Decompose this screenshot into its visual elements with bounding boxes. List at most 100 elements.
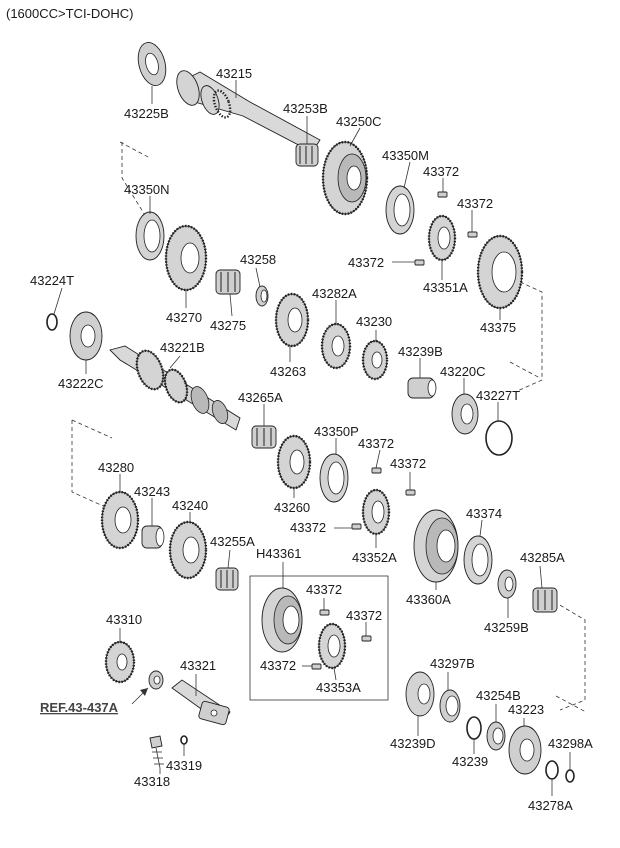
label-43221B: 43221B: [160, 340, 205, 355]
gear-43240: [168, 520, 208, 580]
label-43227T: 43227T: [476, 388, 520, 403]
reference-link[interactable]: REF.43-437A: [40, 700, 119, 715]
sleeve-assembly-H43361: [261, 587, 303, 653]
label-43282A: 43282A: [312, 286, 357, 301]
label-43351A: 43351A: [423, 280, 468, 295]
label-43360A: 43360A: [406, 592, 451, 607]
key-43372-e: [405, 489, 416, 496]
bearing-43225B: [137, 42, 167, 86]
key-43372-g: [319, 609, 330, 616]
label-43225B: 43225B: [124, 106, 169, 121]
label-43372-f: 43372: [290, 520, 326, 535]
needle-bearing-43285A: [532, 587, 558, 613]
label-43270: 43270: [166, 310, 202, 325]
bolt-43318: [149, 735, 164, 769]
sleeve-gear-43375: [476, 234, 524, 310]
label-43230: 43230: [356, 314, 392, 329]
key-43372-f: [351, 523, 362, 530]
dashed-guide-lines: [71, 141, 587, 713]
label-43372-a: 43372: [423, 164, 459, 179]
snap-ring-43278A: [545, 760, 559, 780]
label-43220C: 43220C: [440, 364, 486, 379]
label-43255A: 43255A: [210, 534, 255, 549]
label-43265A: 43265A: [238, 390, 283, 405]
bushing-43243: [141, 525, 165, 549]
synchronizer-hub-43353A: [317, 622, 347, 670]
label-43278A: 43278A: [528, 798, 573, 813]
washer-43297B: [439, 689, 461, 723]
snap-ring-43227T: [485, 420, 513, 456]
o-ring-43319: [180, 735, 188, 745]
label-43215: 43215: [216, 66, 252, 81]
label-43258: 43258: [240, 252, 276, 267]
synchronizer-hub-43351A: [427, 214, 457, 262]
bushing-43258: [255, 285, 269, 307]
label-43260: 43260: [274, 500, 310, 515]
label-43250C: 43250C: [336, 114, 382, 129]
label-43223: 43223: [508, 702, 544, 717]
label-43239D: 43239D: [390, 736, 436, 751]
needle-bearing-43275: [215, 269, 241, 295]
model-header: (1600CC>TCI-DOHC): [6, 6, 134, 21]
output-shaft-43221B: [109, 345, 241, 431]
label-43350M: 43350M: [382, 148, 429, 163]
label-43375: 43375: [480, 320, 516, 335]
label-43372-h: 43372: [346, 608, 382, 623]
sleeve-43360A: [413, 509, 459, 583]
synchronizer-ring-43350M: [385, 185, 415, 235]
gear-43263: [274, 292, 310, 348]
snap-ring-43298A: [565, 769, 575, 783]
label-43240: 43240: [172, 498, 208, 513]
label-43239: 43239: [452, 754, 488, 769]
label-43297B: 43297B: [430, 656, 475, 671]
label-43372-b: 43372: [457, 196, 493, 211]
needle-bearing-43255A: [215, 567, 239, 591]
oil-guide-43239D: [405, 671, 435, 717]
label-43275: 43275: [210, 318, 246, 333]
leader-lines: [53, 80, 571, 796]
label-43280: 43280: [98, 460, 134, 475]
gear-43310: [104, 640, 136, 684]
label-43319: 43319: [166, 758, 202, 773]
bushing-43259B: [497, 569, 517, 599]
key-43372-c: [414, 259, 425, 266]
label-43350P: 43350P: [314, 424, 359, 439]
ring-43254B: [486, 721, 506, 751]
key-43372-i: [311, 663, 322, 670]
synchronizer-ring-43350N: [135, 211, 165, 261]
label-43352A: 43352A: [352, 550, 397, 565]
assembly-box-H43361: [249, 575, 389, 701]
shaft-43321: [171, 679, 231, 726]
gear-43250C: [321, 140, 369, 216]
gear-43260: [276, 434, 312, 490]
label-43372-g: 43372: [306, 582, 342, 597]
gear-43280: [100, 490, 140, 550]
bearing-43220C: [451, 393, 479, 435]
label-43310: 43310: [106, 612, 142, 627]
gear-43282A: [320, 322, 352, 370]
bearing-43223: [508, 725, 542, 775]
key-43372-a: [437, 191, 448, 198]
gear-43230: [361, 339, 389, 381]
label-43224T: 43224T: [30, 273, 74, 288]
label-43259B: 43259B: [484, 620, 529, 635]
bearing-43222C: [69, 311, 103, 361]
label-43243: 43243: [134, 484, 170, 499]
snap-ring-43224T: [46, 313, 58, 331]
key-43372-d: [371, 467, 382, 474]
label-H43361: H43361: [256, 546, 302, 561]
label-43254B: 43254B: [476, 688, 521, 703]
spacer-43239B: [407, 377, 437, 399]
label-43350N: 43350N: [124, 182, 170, 197]
key-43372-h: [361, 635, 372, 642]
label-43321: 43321: [180, 658, 216, 673]
ring-43239: [466, 716, 482, 740]
label-43263: 43263: [270, 364, 306, 379]
label-43374: 43374: [466, 506, 502, 521]
label-43372-i: 43372: [260, 658, 296, 673]
label-43353A: 43353A: [316, 680, 361, 695]
label-43253B: 43253B: [283, 101, 328, 116]
label-43372-c: 43372: [348, 255, 384, 270]
gear-43270: [164, 224, 208, 292]
